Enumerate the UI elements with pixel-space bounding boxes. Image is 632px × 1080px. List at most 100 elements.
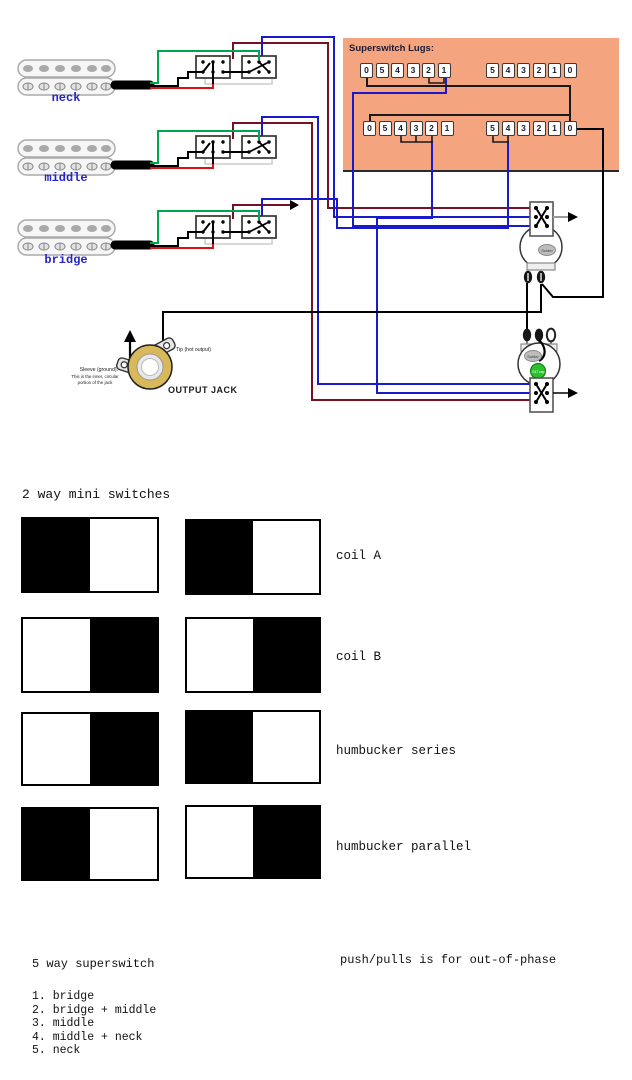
superswitch-lug: 4 — [501, 63, 515, 78]
switch-half — [90, 619, 157, 691]
wire-bridge-maroon-arrow — [232, 200, 299, 219]
pickup-label-middle: middle — [44, 171, 87, 185]
output-arrow-icon — [568, 388, 578, 398]
switch-half — [187, 619, 253, 691]
superswitch-lug: 3 — [517, 121, 530, 136]
position-item: 4. middle + neck — [32, 1030, 143, 1044]
switch-row-label: humbucker parallel — [336, 840, 472, 854]
switch-guide-heading: 2 way mini switches — [22, 487, 171, 502]
wire-jack-tip — [162, 284, 542, 344]
wire-green — [150, 130, 260, 164]
pickup-neck: neck — [17, 59, 155, 105]
switch-half — [253, 619, 319, 691]
lug-group-top-right: 5 4 3 2 1 0 — [486, 63, 577, 78]
wire-panel-blue-1 — [352, 78, 530, 227]
capacitor-label: .047 cap — [531, 370, 544, 374]
superswitch-panel: Superswitch Lugs: 0 5 4 3 2 1 5 4 3 2 1 … — [343, 38, 619, 172]
wire-neck-blue — [261, 36, 530, 218]
position-item: 1. bridge — [32, 990, 95, 1003]
superswitch-lug: 1 — [437, 63, 451, 78]
superswitch-lug: 0 — [563, 121, 577, 136]
wire-middle-maroon — [232, 122, 530, 401]
mini-switch-pair-neck — [150, 50, 277, 89]
position-item: 3. middle — [32, 1017, 95, 1030]
switch-half — [187, 521, 253, 593]
superswitch-lug: 0 — [363, 121, 376, 136]
sleeve-note-1: This is the inner, circular — [71, 374, 119, 379]
wire-panel-blue-2 — [376, 141, 530, 394]
switch-half — [23, 714, 90, 784]
switch-position-box — [21, 712, 159, 786]
push-pull-note: push/pulls is for out-of-phase — [340, 953, 557, 967]
superswitch-lug: 3 — [409, 121, 423, 136]
superswitch-lug: 2 — [532, 121, 546, 136]
lug-group-bottom-left: 0 5 4 3 2 1 — [363, 121, 454, 136]
superswitch-lug: 0 — [563, 63, 577, 78]
wire-panel-black-links — [366, 78, 571, 121]
superswitch-lug: 2 — [425, 121, 438, 136]
switch-row-label: coil B — [336, 650, 382, 664]
pickup-bridge: bridge — [17, 219, 155, 267]
switch-position-box — [185, 710, 321, 784]
lug-group-bottom-right: 5 4 3 2 1 0 — [486, 121, 577, 136]
switch-half — [253, 521, 319, 593]
superswitch-lug: 4 — [391, 63, 404, 78]
sleeve-label: Sleeve (ground). — [80, 367, 118, 373]
volume-push-pull-switch — [529, 201, 578, 237]
switch-half — [90, 714, 157, 784]
superswitch-position-list: 1. bridge 2. bridge + middle 3. middle 4… — [32, 990, 156, 1058]
output-jack: Sleeve (ground). This is the inner, circ… — [71, 330, 237, 395]
superswitch-lug: 3 — [517, 63, 530, 78]
superswitch-lug: 5 — [486, 63, 499, 78]
output-jack-label: OUTPUT JACK — [168, 385, 238, 395]
switch-half — [23, 809, 90, 879]
superswitch-lug: 2 — [532, 63, 546, 78]
mini-switch-pair-middle — [150, 130, 277, 169]
pot-lug — [534, 328, 544, 342]
tone-pot: Solder .047 cap — [517, 327, 561, 386]
switch-row-label: humbucker series — [336, 744, 457, 758]
sleeve-note-2: portion of the jack — [78, 380, 113, 385]
switch-half — [90, 519, 157, 591]
superswitch-positions-heading: 5 way superswitch — [32, 957, 155, 971]
superswitch-lug: 0 — [360, 63, 373, 78]
switch-position-box — [185, 617, 321, 693]
wire-green — [150, 50, 260, 84]
switch-half — [253, 807, 319, 877]
wire-lug-bridges — [400, 78, 509, 143]
tone-push-pull-switch — [529, 377, 578, 413]
superswitch-lug: 5 — [486, 121, 499, 136]
superswitch-lug: 1 — [548, 63, 561, 78]
superswitch-lug: 1 — [440, 121, 454, 136]
switch-half — [187, 807, 253, 877]
solder-blob — [524, 350, 542, 362]
lug-group-top-left: 0 5 4 3 2 1 — [360, 63, 451, 78]
switch-row-label: coil A — [336, 549, 382, 563]
superswitch-lug: 3 — [406, 63, 420, 78]
switch-position-box — [21, 617, 159, 693]
solder-label: Solder — [541, 248, 553, 253]
pot-lug — [545, 327, 557, 343]
switch-half — [90, 809, 157, 879]
solder-blob — [538, 244, 556, 256]
superswitch-lug: 2 — [422, 63, 435, 78]
tip-label: Tip (hot output) — [176, 347, 211, 353]
superswitch-lug: 4 — [501, 121, 515, 136]
switch-position-box — [21, 517, 159, 593]
pickup-middle: middle — [17, 139, 155, 185]
position-item: 2. bridge + middle — [32, 1003, 157, 1017]
switch-position-box — [185, 805, 321, 879]
wire-lug0-to-volume-pot — [541, 128, 604, 298]
ground-arrow-icon — [124, 330, 136, 342]
solder-label: Solder — [527, 354, 539, 359]
switch-half — [253, 712, 319, 782]
pot-lug — [522, 328, 532, 342]
wire-panel-blue-3 — [261, 141, 509, 229]
superswitch-panel-title: Superswitch Lugs: — [349, 43, 434, 54]
wire-green — [150, 210, 260, 244]
superswitch-lug: 5 — [375, 63, 389, 78]
wiring-svg: neck middle bridge — [17, 36, 604, 413]
superswitch-lug: 4 — [394, 121, 407, 136]
pickup-label-bridge: bridge — [44, 253, 87, 267]
